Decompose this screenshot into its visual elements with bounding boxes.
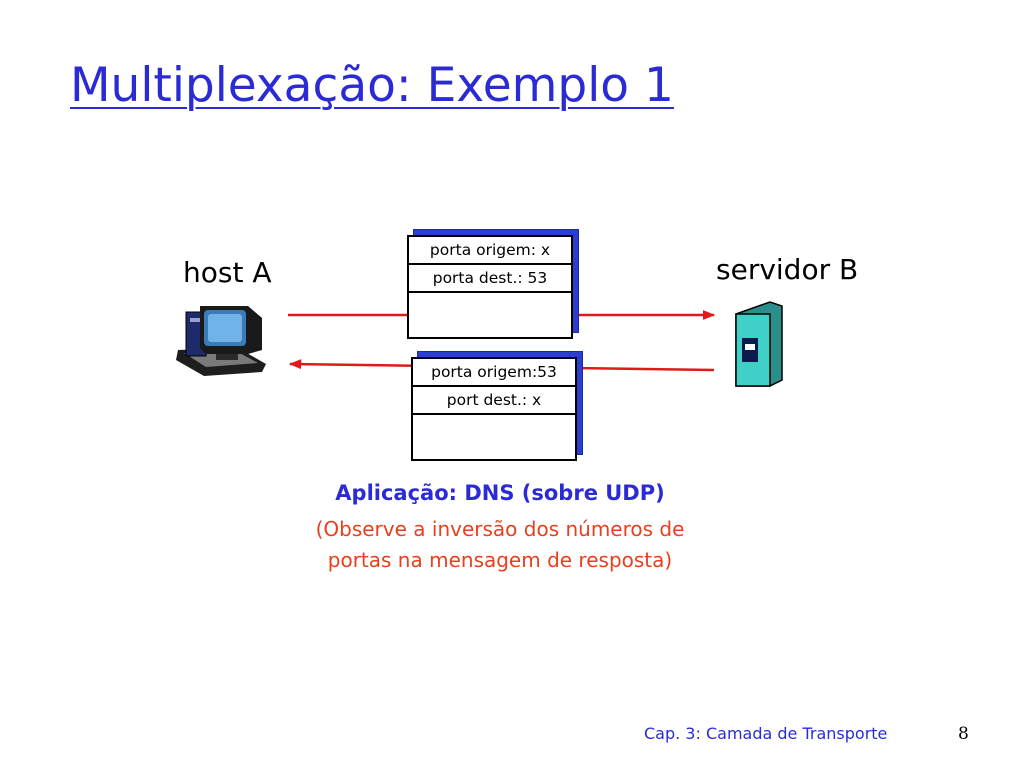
source-port-field: porta origem: x [409, 237, 571, 265]
host-computer-icon [176, 306, 266, 376]
note-text: (Observe a inversão dos números de porta… [230, 514, 770, 576]
host-a-label: host A [183, 256, 272, 289]
dest-port-field: porta dest.: 53 [409, 265, 571, 293]
slide-title: Multiplexação: Exemplo 1 [70, 58, 674, 113]
dest-port-field: port dest.: x [413, 387, 575, 415]
server-b-label: servidor B [716, 253, 859, 286]
footer-chapter: Cap. 3: Camada de Transporte [644, 724, 888, 743]
page-number: 8 [958, 724, 969, 744]
note-line: portas na mensagem de resposta) [327, 548, 673, 572]
server-tower-icon [735, 301, 783, 387]
application-caption: Aplicação: DNS (sobre UDP) [335, 481, 665, 505]
source-port-field: porta origem:53 [413, 359, 575, 387]
note-line: (Observe a inversão dos números de [315, 517, 685, 541]
